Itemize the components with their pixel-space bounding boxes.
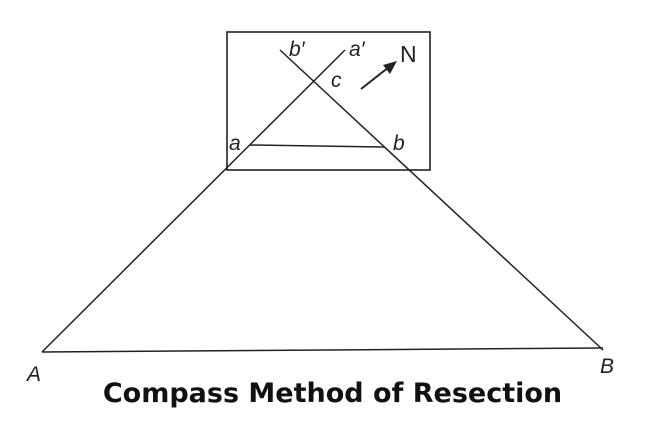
label-b: b: [393, 132, 405, 155]
ray-a-prime-to-A: [41, 49, 346, 353]
label-B: B: [600, 355, 614, 378]
diagram-title: Compass Method of Resection: [102, 378, 563, 409]
label-north: N: [400, 41, 417, 67]
north-arrow-shaft: [360, 66, 390, 90]
plane-table-sheet: [226, 31, 431, 171]
ray-b-prime-to-B: [279, 49, 604, 351]
north-arrow-icon: [383, 61, 397, 74]
label-b-prime: b′: [289, 38, 306, 61]
label-c: c: [331, 69, 342, 92]
line-AB: [41, 347, 604, 353]
line-ab: [249, 144, 386, 148]
label-A: A: [25, 363, 41, 386]
label-a: a: [229, 132, 241, 155]
label-a-prime: a′: [349, 38, 366, 61]
